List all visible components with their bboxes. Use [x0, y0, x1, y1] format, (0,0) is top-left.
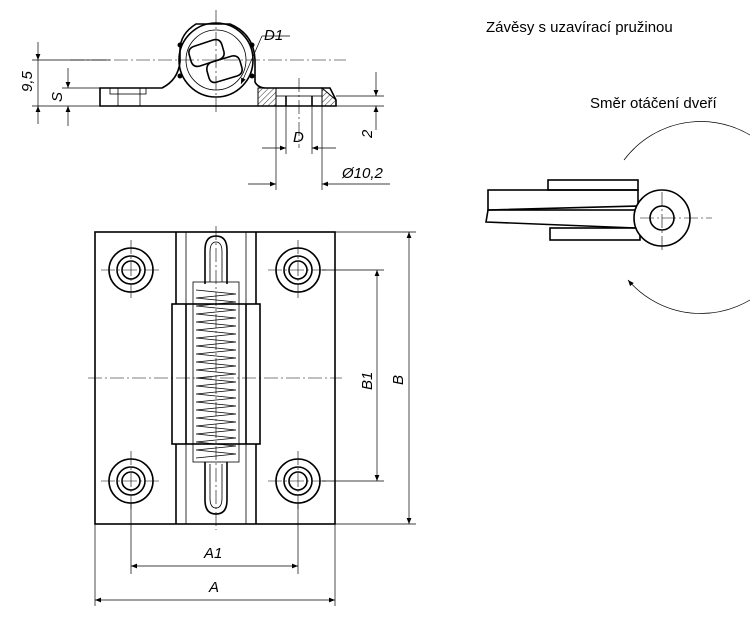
diameter-label: Ø10,2 — [341, 165, 384, 182]
two-label: 2 — [359, 129, 376, 139]
b-label: B — [390, 375, 407, 385]
side-view — [70, 10, 346, 148]
d-label: D — [293, 129, 304, 146]
b1-label: B1 — [359, 372, 376, 390]
a-label: A — [208, 579, 219, 596]
height-label: 9,5 — [19, 70, 36, 92]
rotation-caption: Směr otáčení dveří — [590, 95, 718, 112]
front-view — [88, 226, 342, 530]
a1-label: A1 — [203, 545, 222, 562]
s-label: S — [49, 92, 66, 102]
rotation-sketch — [485, 121, 750, 314]
d1-label: D1 — [264, 27, 283, 44]
side-view-dimensions: 9,5 S D1 2 D Ø10,2 — [19, 27, 390, 190]
front-view-dimensions: B1 B A1 A — [94, 231, 416, 606]
title-caption: Závěsy s uzavírací pružinou — [486, 19, 673, 36]
